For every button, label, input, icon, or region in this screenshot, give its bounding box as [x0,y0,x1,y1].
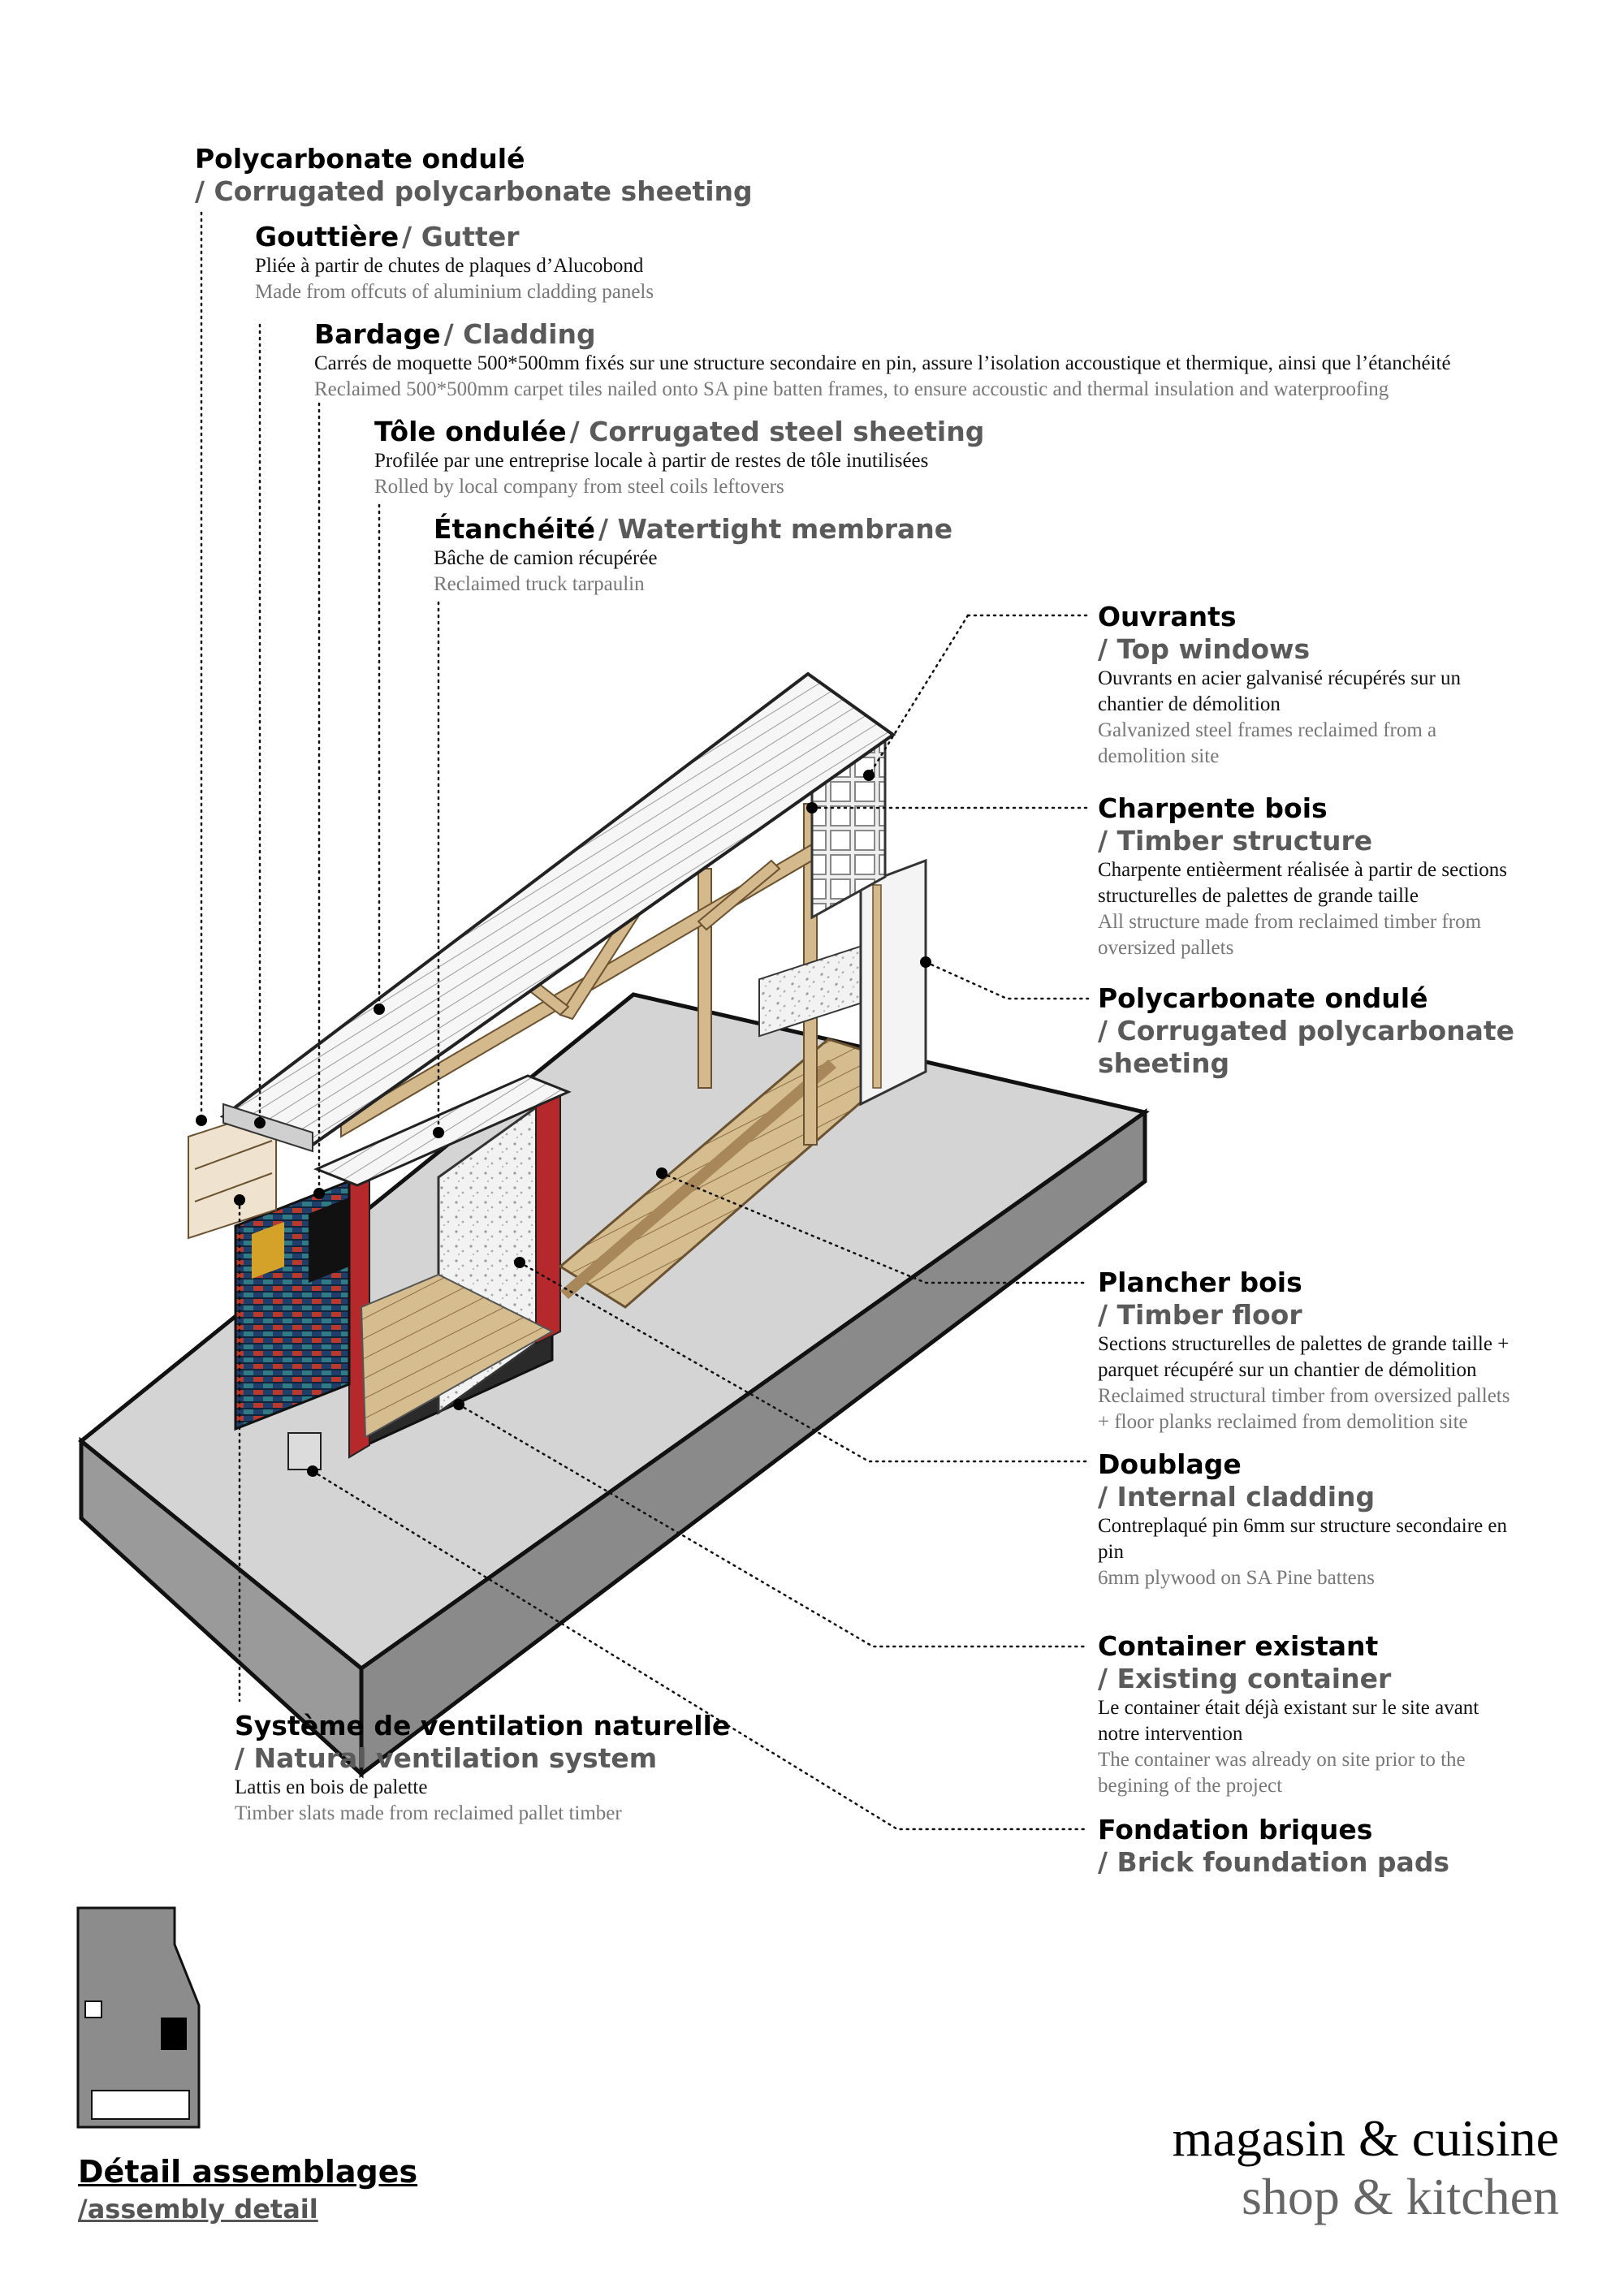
label-en: / Gutter [402,221,520,252]
label-en-line: / Corrugated polycarbonate [1098,1015,1515,1047]
desc-en-line: begining of the project [1098,1775,1283,1797]
label-en: / Natural ventilation system [235,1742,658,1774]
label-fr: Plancher bois [1098,1267,1302,1298]
label-fr: Charpente bois [1098,792,1328,824]
label-brick-pads: Fondation briques / Brick foundation pad… [1098,1814,1585,1879]
desc-fr-line: notre intervention [1098,1723,1243,1745]
label-en: / Cladding [443,318,596,350]
plan-thumbnail-slot [91,2090,190,2120]
desc-en: Rolled by local company from steel coils… [374,476,784,498]
label-en: / Corrugated polycarbonate sheeting [195,175,753,207]
deck-joist [560,1060,836,1299]
desc-en-line: + floor planks reclaimed from demolition… [1098,1411,1468,1433]
title-fr: Détail assemblages [78,2154,418,2190]
label-fr: Ouvrants [1098,601,1237,632]
label-fr: Tôle ondulée [374,416,567,447]
desc-fr-line: Charpente entièerment réalisée à partir … [1098,859,1507,881]
label-polycarbonate-side: Polycarbonate ondulé / Corrugated polyca… [1098,982,1585,1080]
label-cladding: Bardage / Cladding Carrés de moquette 50… [314,318,1451,403]
sheet-name-fr: magasin & cuisine [1172,2109,1559,2167]
leader-lines [200,211,1090,1831]
desc-fr-line: parquet récupéré sur un chantier de démo… [1098,1359,1477,1381]
desc-fr-line: structurelles de palettes de grande tail… [1098,885,1419,907]
desc-fr-line: Contreplaqué pin 6mm sur structure secon… [1098,1515,1508,1537]
desc-fr-line: Sections structurelles de palettes de gr… [1098,1333,1510,1355]
container-floor-planks [360,1273,555,1439]
desc-en: Reclaimed truck tarpaulin [434,573,645,595]
label-fr: Fondation briques [1098,1814,1373,1845]
desc-fr: Lattis en bois de palette [235,1776,428,1798]
title-en: /assembly detail [78,2194,318,2225]
brick-pad [287,1432,322,1470]
desc-fr-line: chantier de démolition [1098,693,1281,715]
desc-en-line: 6mm plywood on SA Pine battens [1098,1567,1375,1589]
label-en: / Existing container [1098,1663,1392,1694]
label-fr: Doublage [1098,1448,1242,1480]
label-steel-sheeting: Tôle ondulée / Corrugated steel sheeting… [374,416,984,500]
end-wall-stud [872,884,882,1089]
desc-en-line: All structure made from reclaimed timber… [1098,911,1482,933]
cladding-yellow-tile [252,1222,284,1279]
label-en: / Corrugated steel sheeting [569,416,985,447]
post-mid [698,868,712,1089]
label-fr: Polycarbonate ondulé [195,143,525,175]
label-fr: Container existant [1098,1630,1379,1662]
label-fr: Bardage [314,318,441,350]
label-gutter: Gouttière / Gutter Pliée à partir de chu… [255,221,654,305]
desc-en: Reclaimed 500*500mm carpet tiles nailed … [314,378,1389,400]
label-membrane: Étanchéité / Watertight membrane Bâche d… [434,513,952,598]
label-en: / Watertight membrane [598,513,953,545]
desc-fr: Profilée par une entreprise locale à par… [374,450,929,472]
desc-en: Timber slats made from reclaimed pallet … [235,1802,622,1824]
cladding-black-tile [309,1198,349,1283]
label-en-line: sheeting [1098,1047,1230,1079]
desc-fr: Carrés de moquette 500*500mm fixés sur u… [314,352,1451,374]
plan-thumbnail [76,1906,201,2129]
label-timber-structure: Charpente bois / Timber structure Charpe… [1098,792,1585,961]
desc-fr: Pliée à partir de chutes de plaques d’Al… [255,255,644,277]
desc-en-line: oversized pallets [1098,937,1234,959]
desc-fr-line: Ouvrants en acier galvanisé récupérés su… [1098,667,1462,689]
desc-fr: Bâche de camion récupérée [434,547,658,569]
label-existing-container: Container existant / Existing container … [1098,1630,1585,1799]
label-timber-floor: Plancher bois / Timber floor Sections st… [1098,1267,1601,1435]
desc-fr-line: Le container était déjà existant sur le … [1098,1697,1479,1719]
label-top-windows: Ouvrants / Top windows Ouvrants en acier… [1098,601,1585,770]
polycarbonate-end-wall [859,858,927,1107]
label-ventilation: Système de ventilation naturelle / Natur… [235,1710,730,1827]
label-en: / Timber floor [1098,1299,1302,1331]
label-internal-cladding: Doublage / Internal cladding Contreplaqu… [1098,1448,1601,1591]
leader-dots [196,770,931,1477]
label-en: / Internal cladding [1098,1481,1376,1513]
drawing-title: Détail assemblages /assembly detail [78,2151,417,2226]
desc-en-line: demolition site [1098,745,1220,767]
label-polycarbonate-top: Polycarbonate ondulé / Corrugated polyca… [195,143,753,208]
label-fr: Système de ventilation naturelle [235,1710,731,1741]
container-red-frame [535,1090,561,1345]
desc-en-line: Reclaimed structural timber from oversiz… [1098,1385,1510,1407]
gutter [222,1103,313,1153]
desc-en-line: Galvanized steel frames reclaimed from a [1098,719,1437,741]
label-en: / Brick foundation pads [1098,1846,1450,1878]
plan-thumbnail-mark [161,2018,187,2050]
sheet-name-en: shop & kitchen [1241,2168,1559,2225]
desc-en-line: The container was already on site prior … [1098,1749,1466,1771]
slab-side [359,1108,1147,1779]
desc-fr-line: pin [1098,1541,1124,1563]
label-fr: Polycarbonate ondulé [1098,982,1428,1014]
label-fr: Étanchéité [434,513,595,545]
label-en: / Top windows [1098,633,1311,665]
truss-brace-3 [697,859,781,931]
plan-thumbnail-window [84,2000,102,2018]
label-fr: Gouttière [255,221,400,252]
sheet-name: magasin & cuisine shop & kitchen [1173,2109,1559,2226]
label-en: / Timber structure [1098,825,1373,857]
desc-en: Made from offcuts of aluminium cladding … [255,281,654,303]
